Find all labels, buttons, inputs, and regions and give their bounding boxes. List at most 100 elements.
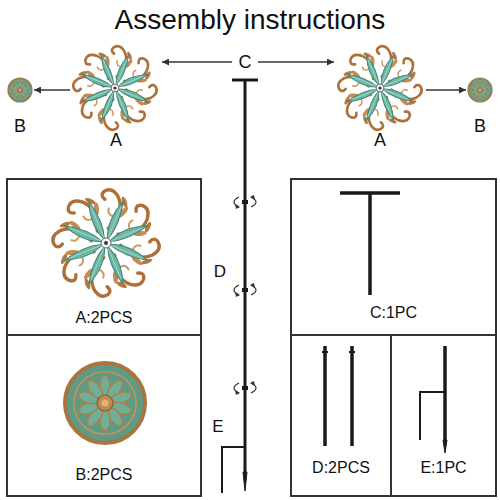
rosette-center (18, 88, 23, 93)
petal-vein (352, 90, 376, 100)
part-picture: A (70, 42, 162, 150)
teal-petal (382, 71, 414, 89)
petal-vein (87, 90, 111, 100)
text-run: B (474, 116, 486, 136)
swivel-head (250, 283, 255, 288)
cap-ring (11, 81, 30, 100)
text-run: B (14, 116, 26, 136)
petal-vein (108, 248, 121, 279)
parts-cell: A:2PCS (6, 178, 202, 336)
text-run: E:1PC (420, 458, 466, 478)
rosette-center (97, 395, 113, 411)
teal-petal (114, 90, 132, 122)
wind-spinner (337, 45, 422, 130)
part-count: C:1PC (292, 303, 495, 323)
teal-petal (105, 245, 127, 286)
swivel-arrows (234, 283, 256, 297)
wind-spinner (72, 45, 157, 130)
swivel-head (235, 292, 240, 297)
petal-shape (85, 200, 107, 241)
part-count: D:2PCS (292, 458, 390, 478)
teal-petal (363, 55, 381, 87)
swivel-arrows (234, 381, 256, 395)
petal-shape (379, 90, 397, 122)
part-count: E:1PC (392, 458, 495, 478)
hub (111, 84, 119, 92)
rosette-dot (101, 399, 108, 406)
pole (323, 346, 327, 446)
part-letter: A (70, 130, 162, 150)
swivel-arrows (234, 195, 256, 209)
pole-joint (242, 386, 248, 390)
joint (322, 351, 328, 353)
pointer-arrow (34, 89, 70, 90)
cap-disc (8, 78, 32, 102)
parts-cell: C:1PC (290, 178, 497, 336)
swivel-head (235, 390, 240, 395)
swivel-head (235, 204, 240, 209)
petal-vein (119, 76, 143, 86)
text-run: A (110, 130, 122, 150)
pole-joint (242, 200, 248, 204)
pole (350, 346, 354, 446)
cap-ring (74, 372, 136, 434)
pole-tip (443, 440, 447, 453)
hub (101, 238, 111, 248)
part-letter: B (6, 116, 34, 136)
stake-foot (222, 447, 245, 493)
pole (368, 193, 372, 295)
teal-petal (82, 87, 114, 105)
medallion-cap (65, 363, 145, 443)
petal-shape (108, 222, 149, 244)
petal-vein (70, 245, 101, 258)
petal-shape (82, 87, 114, 105)
text-run: A:2PCS (76, 308, 133, 328)
teal-petal (379, 90, 397, 122)
petal-shape (114, 90, 132, 122)
text-run: C:1PC (370, 303, 417, 323)
part-picture: B (6, 74, 34, 136)
part-letter: D (214, 261, 226, 283)
title-slot: Assembly instructions (0, 2, 500, 42)
cap-disc (65, 363, 145, 443)
pole (244, 80, 247, 472)
petal-vein (117, 92, 127, 116)
part-count: B:2PCS (8, 465, 200, 485)
part-letter: E (212, 416, 223, 438)
parts-cell: D:2PCS (290, 334, 392, 497)
teal-petal (347, 87, 379, 105)
swivel-head (250, 381, 255, 386)
pointer-arrow (162, 61, 232, 62)
medallion-cap (468, 78, 492, 102)
text-run: D:2PCS (312, 458, 370, 478)
rosette-dot (479, 89, 481, 91)
part-c-picture (340, 193, 400, 295)
hub-dot (378, 86, 381, 89)
pole-tip (243, 472, 247, 491)
hub-dot (113, 86, 116, 89)
petal-vein (368, 60, 378, 84)
petal-shape (347, 87, 379, 105)
text-run: A (374, 130, 386, 150)
teal-petal (117, 71, 149, 89)
pole-joint (242, 288, 248, 292)
petal-vein (384, 76, 408, 86)
stake-foot (420, 392, 445, 440)
petal-shape (117, 71, 149, 89)
petal-vein (111, 228, 142, 241)
text-run: C (239, 52, 252, 72)
rosette-dot (19, 89, 21, 91)
medallion-cap (8, 78, 32, 102)
part-letter: B (466, 116, 494, 136)
label-slot: E (193, 416, 243, 438)
hub-dot (104, 241, 108, 245)
teal-petal (98, 55, 116, 87)
cap-ring (471, 81, 490, 100)
swivel-head (250, 195, 255, 200)
parts-cell: B:2PCS (6, 334, 202, 497)
part-count: A:2PCS (8, 308, 200, 328)
teal-petal (85, 200, 107, 241)
